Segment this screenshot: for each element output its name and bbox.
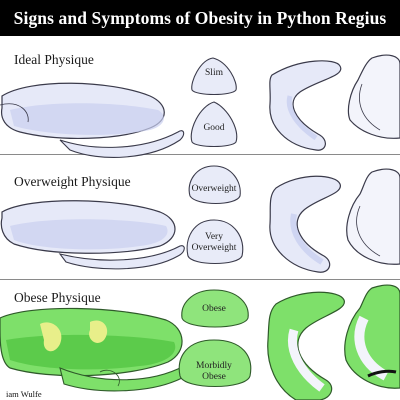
overweight-snake-top [269, 175, 341, 273]
obese-snake-belly [344, 284, 400, 389]
obese-snake-side [0, 307, 189, 392]
section-divider-1 [0, 154, 400, 155]
section-divider-2 [0, 279, 400, 280]
overweight-cross-section [188, 165, 241, 205]
obese-cross-section [181, 289, 249, 328]
ideal-snake-belly [347, 54, 400, 139]
morbidly-obese-cross-section [178, 339, 252, 388]
section-label-ideal: Ideal Physique [14, 52, 94, 67]
section-label-obese: Obese Physique [14, 290, 101, 305]
page-title: Signs and Symptoms of Obesity in Python … [0, 0, 400, 36]
ideal-snake-top [269, 60, 342, 151]
section-label-overweight: Overweight Physique [14, 174, 131, 189]
obese-snake-top [267, 291, 345, 400]
overweight-snake-side [0, 200, 185, 270]
artist-credit: iam Wulfe [6, 389, 42, 399]
good-cross-section [190, 101, 238, 148]
slim-cross-section [191, 57, 237, 96]
overweight-snake-belly [346, 168, 400, 265]
ideal-snake-side [0, 82, 185, 158]
very-overweight-cross-section [186, 219, 244, 264]
